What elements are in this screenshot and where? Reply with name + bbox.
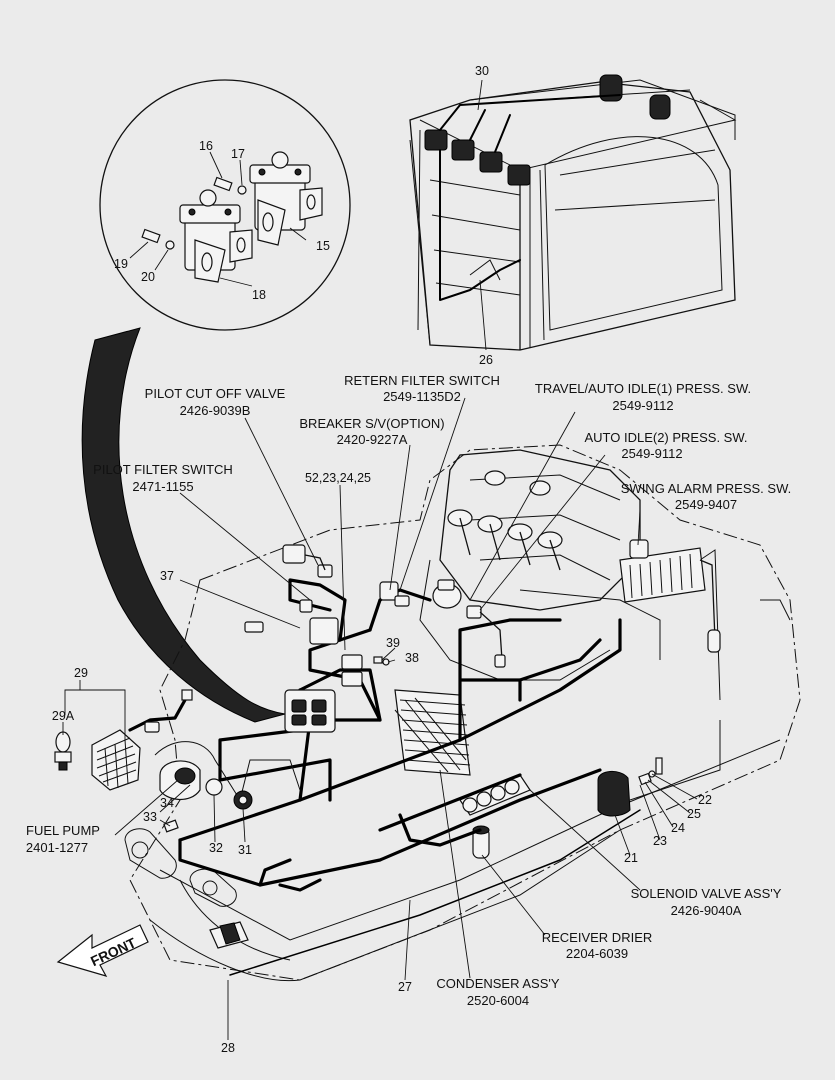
item-number-38: 38 — [405, 651, 419, 665]
item-number-37: 37 — [160, 569, 174, 583]
item-number-20: 20 — [141, 270, 155, 284]
receiver-drier-part: 2204-6039 — [566, 946, 628, 961]
components — [54, 544, 506, 949]
condenser-part: 2520-6004 — [467, 993, 529, 1008]
item-number-17: 17 — [231, 147, 245, 161]
item-number-33: 33 — [143, 810, 157, 824]
item-number-27: 27 — [398, 980, 412, 994]
item-number-23: 23 — [653, 834, 667, 848]
receiver-drier-name: RECEIVER DRIER — [542, 930, 653, 945]
item-number-32: 32 — [209, 841, 223, 855]
leader-lines — [62, 397, 698, 1040]
pilot-cut-off-valve-name: PILOT CUT OFF VALVE — [145, 386, 286, 401]
retern-filter-switch-part: 2549-1135D2 — [383, 389, 461, 404]
travel-auto-idle-part: 2549-9112 — [612, 398, 673, 413]
fuel-pump-part: 2401-1277 — [26, 840, 88, 855]
condenser-name: CONDENSER ASS'Y — [436, 976, 559, 991]
item-number-16: 16 — [199, 139, 213, 153]
pilot-cut-off-valve-part: 2426-9039B — [180, 403, 251, 418]
swing-alarm-name: SWING ALARM PRESS. SW. — [621, 481, 791, 496]
solenoid-valve-name: SOLENOID VALVE ASS'Y — [631, 886, 782, 901]
item-number-29a: 29A — [52, 709, 75, 723]
cab-drawing — [409, 74, 737, 351]
item-numbers: 30 16 17 19 20 18 15 26 52,23,24,25 37 2… — [52, 64, 712, 1055]
item-number-52-23-24-25: 52,23,24,25 — [305, 471, 371, 485]
item-number-30: 30 — [475, 64, 489, 78]
item-number-22: 22 — [698, 793, 712, 807]
breaker-sv-part: 2420-9227A — [337, 432, 408, 447]
pilot-filter-switch-name: PILOT FILTER SWITCH — [93, 462, 233, 477]
detail-circle — [99, 79, 351, 331]
breaker-sv-name: BREAKER S/V(OPTION) — [299, 416, 444, 431]
item-number-34: 34 — [160, 796, 174, 810]
item-number-15: 15 — [316, 239, 330, 253]
item-number-19: 19 — [114, 257, 128, 271]
item-number-39: 39 — [386, 636, 400, 650]
item-number-28: 28 — [221, 1041, 235, 1055]
swing-alarm-part: 2549-9407 — [675, 497, 737, 512]
solenoid-valve-block — [459, 774, 531, 816]
engine — [419, 449, 721, 681]
pressure-switch-21 — [597, 757, 663, 817]
item-number-21: 21 — [624, 851, 638, 865]
main-harness — [128, 578, 641, 976]
item-number-18: 18 — [252, 288, 266, 302]
item-number-29: 29 — [74, 666, 88, 680]
item-number-31: 31 — [238, 843, 252, 857]
item-number-24: 24 — [671, 821, 685, 835]
auto-idle2-name: AUTO IDLE(2) PRESS. SW. — [584, 430, 747, 445]
solenoid-valve-part: 2426-9040A — [671, 903, 742, 918]
callout-labels: PILOT CUT OFF VALVE 2426-9039B RETERN FI… — [26, 373, 791, 1008]
travel-auto-idle-name: TRAVEL/AUTO IDLE(1) PRESS. SW. — [535, 381, 751, 396]
front-arrow: FRONT — [56, 924, 149, 977]
condenser — [394, 689, 471, 776]
item-number-26: 26 — [479, 353, 493, 367]
item-number-25: 25 — [687, 807, 701, 821]
auto-idle2-part: 2549-9112 — [621, 446, 682, 461]
fuel-pump-name: FUEL PUMP — [26, 823, 100, 838]
retern-filter-switch-name: RETERN FILTER SWITCH — [344, 373, 500, 388]
pilot-filter-switch-part: 2471-1155 — [132, 479, 193, 494]
